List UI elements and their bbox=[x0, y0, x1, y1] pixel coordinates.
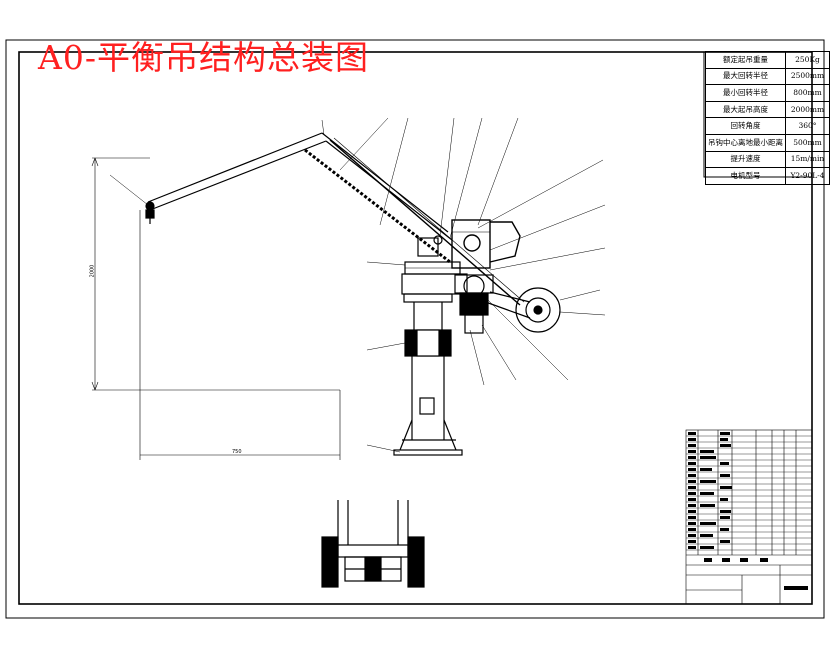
spec-value: 2000mm bbox=[785, 100, 830, 119]
spec-value: 15m/min bbox=[785, 150, 830, 169]
pulley-wheel bbox=[479, 287, 561, 333]
dimension-lines bbox=[91, 157, 341, 460]
upper-arm bbox=[147, 132, 453, 264]
section-detail bbox=[321, 500, 425, 588]
spec-value: 800mm bbox=[785, 84, 830, 102]
gearbox bbox=[454, 274, 494, 334]
crossbeam bbox=[401, 235, 468, 295]
inner-frame bbox=[18, 51, 813, 605]
leader-lines bbox=[109, 117, 606, 453]
spec-value: 360° bbox=[785, 117, 830, 135]
spec-label: 最大起吊高度 bbox=[705, 100, 786, 119]
drive-housing bbox=[451, 219, 521, 269]
drawing-title: A0-平衡吊结构总装图 bbox=[38, 38, 369, 77]
pull-rod bbox=[329, 139, 521, 306]
outer-frame bbox=[5, 39, 825, 619]
spec-value: 500mm bbox=[785, 133, 830, 152]
bom-rows bbox=[686, 435, 812, 551]
spec-label: 最大回转半径 bbox=[705, 67, 786, 86]
spec-label: 最小回转半径 bbox=[705, 84, 786, 102]
spec-label: 提升速度 bbox=[705, 150, 786, 169]
spec-label: 吊钩中心离地最小距离 bbox=[705, 133, 786, 152]
spec-label: 电机型号 bbox=[705, 167, 786, 185]
spec-label: 回转角度 bbox=[705, 117, 786, 135]
bom-frame bbox=[685, 429, 813, 605]
spec-value: Y2-90L-4 bbox=[785, 167, 830, 185]
spec-value: 2500mm bbox=[785, 67, 830, 86]
column bbox=[393, 293, 463, 456]
spec-value: 250Kg bbox=[785, 51, 830, 69]
spec-label: 额定起吊重量 bbox=[705, 51, 786, 69]
bom-text-marks bbox=[688, 432, 808, 590]
width-dimension: 750 bbox=[232, 449, 242, 455]
hook-end bbox=[145, 201, 155, 224]
height-dimension: 2000 bbox=[89, 264, 96, 278]
